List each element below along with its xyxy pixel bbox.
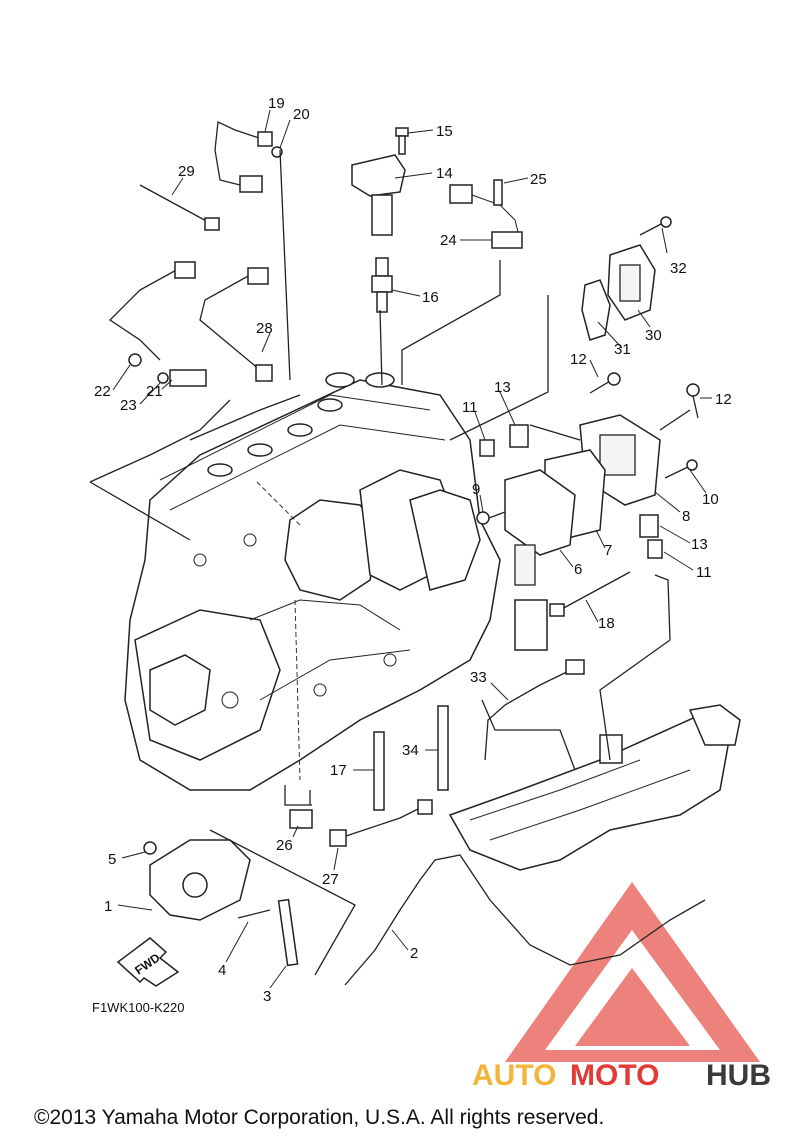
callout-11a: 11 (462, 399, 478, 416)
part-27-harness (329, 799, 433, 847)
part-22-bolt (128, 353, 142, 367)
part-14-ignition-coil (351, 154, 406, 236)
callout-6: 6 (574, 561, 582, 578)
callout-4: 4 (218, 962, 226, 979)
watermark-logo-triangle (505, 882, 760, 1062)
callout-1: 1 (104, 898, 112, 915)
watermark-hub: HUB (706, 1059, 771, 1092)
part-19-sensor-wire (214, 121, 273, 193)
callout-9: 9 (472, 481, 480, 498)
callout-10: 10 (702, 491, 719, 508)
part-34-cable-tie (437, 705, 449, 791)
part-10-bolt (664, 459, 698, 479)
part-32-bolt (639, 216, 672, 236)
part-30-cover (607, 244, 656, 321)
callout-14: 14 (436, 165, 453, 182)
callout-32: 32 (670, 260, 687, 277)
part-12-bolt-a (589, 372, 621, 394)
callout-28: 28 (256, 320, 273, 337)
engine-block (124, 372, 501, 791)
part-33-sensor (484, 659, 585, 761)
part-21-sensor (108, 261, 207, 387)
copyright-text: ©2013 Yamaha Motor Corporation, U.S.A. A… (34, 1106, 604, 1129)
part-12-bolt-b (686, 383, 700, 419)
part-5-bolt (143, 841, 157, 855)
callout-18: 18 (598, 615, 615, 632)
callout-11b: 11 (696, 564, 712, 581)
callout-22: 22 (94, 383, 111, 400)
watermark-auto: AUTO (472, 1059, 556, 1092)
part-11-collar-lower (647, 539, 663, 559)
part-18-sensor (549, 571, 631, 617)
part-17-cable-tie (373, 731, 385, 811)
fwd-arrow (116, 937, 180, 987)
part-31-gasket (581, 279, 611, 341)
part-3-bracket (277, 898, 299, 967)
part-9-bolt (476, 511, 506, 525)
callout-5: 5 (108, 851, 116, 868)
exhaust-body (448, 704, 741, 871)
callout-29: 29 (178, 163, 195, 180)
leader-lines (112, 109, 712, 989)
callout-7: 7 (604, 542, 612, 559)
part-13-grommet-lower (639, 514, 659, 538)
callout-8: 8 (682, 508, 690, 525)
callout-31: 31 (614, 341, 631, 358)
callouts: 19 20 29 15 14 25 24 16 32 31 30 12 12 1… (94, 95, 732, 1005)
part-6-ecu (504, 469, 576, 651)
callout-26: 26 (276, 837, 293, 854)
part-24-sensor (449, 179, 523, 249)
part-28-sensor (199, 267, 273, 382)
callout-30: 30 (645, 327, 662, 344)
part-29-rod (139, 184, 220, 231)
callout-16: 16 (422, 289, 439, 306)
callout-23: 23 (120, 397, 137, 414)
callout-24: 24 (440, 232, 457, 249)
callout-27: 27 (322, 871, 339, 888)
part-13-grommet-upper (509, 424, 529, 448)
part-26-sensor (289, 809, 313, 829)
callout-3: 3 (263, 988, 271, 1005)
callout-34: 34 (402, 742, 419, 759)
part-23-washer (157, 372, 169, 384)
callout-21: 21 (146, 383, 163, 400)
callout-33: 33 (470, 669, 487, 686)
callout-13a: 13 (494, 379, 511, 396)
callout-13b: 13 (691, 536, 708, 553)
part-2-cable (344, 854, 706, 986)
watermark-moto: MOTO (570, 1059, 659, 1092)
part-11-collar-upper (479, 439, 495, 457)
part-15-bolt (395, 127, 409, 155)
callout-19: 19 (268, 95, 285, 112)
callout-15: 15 (436, 123, 453, 140)
watermark-text: AUTO MOTO HUB (472, 1059, 771, 1092)
callout-20: 20 (293, 106, 310, 123)
callout-12a: 12 (570, 351, 587, 368)
part-16-spark-plug (371, 257, 393, 313)
part-4-bolt (237, 909, 271, 919)
part-20-gasket (271, 146, 283, 158)
callout-17: 17 (330, 762, 347, 779)
callout-2: 2 (410, 945, 418, 962)
diagram-code: F1WK100-K220 (92, 1000, 185, 1015)
callout-25: 25 (530, 171, 547, 188)
part-1-throttle-body (149, 839, 251, 921)
reference-lines (89, 149, 691, 976)
callout-12b: 12 (715, 391, 732, 408)
